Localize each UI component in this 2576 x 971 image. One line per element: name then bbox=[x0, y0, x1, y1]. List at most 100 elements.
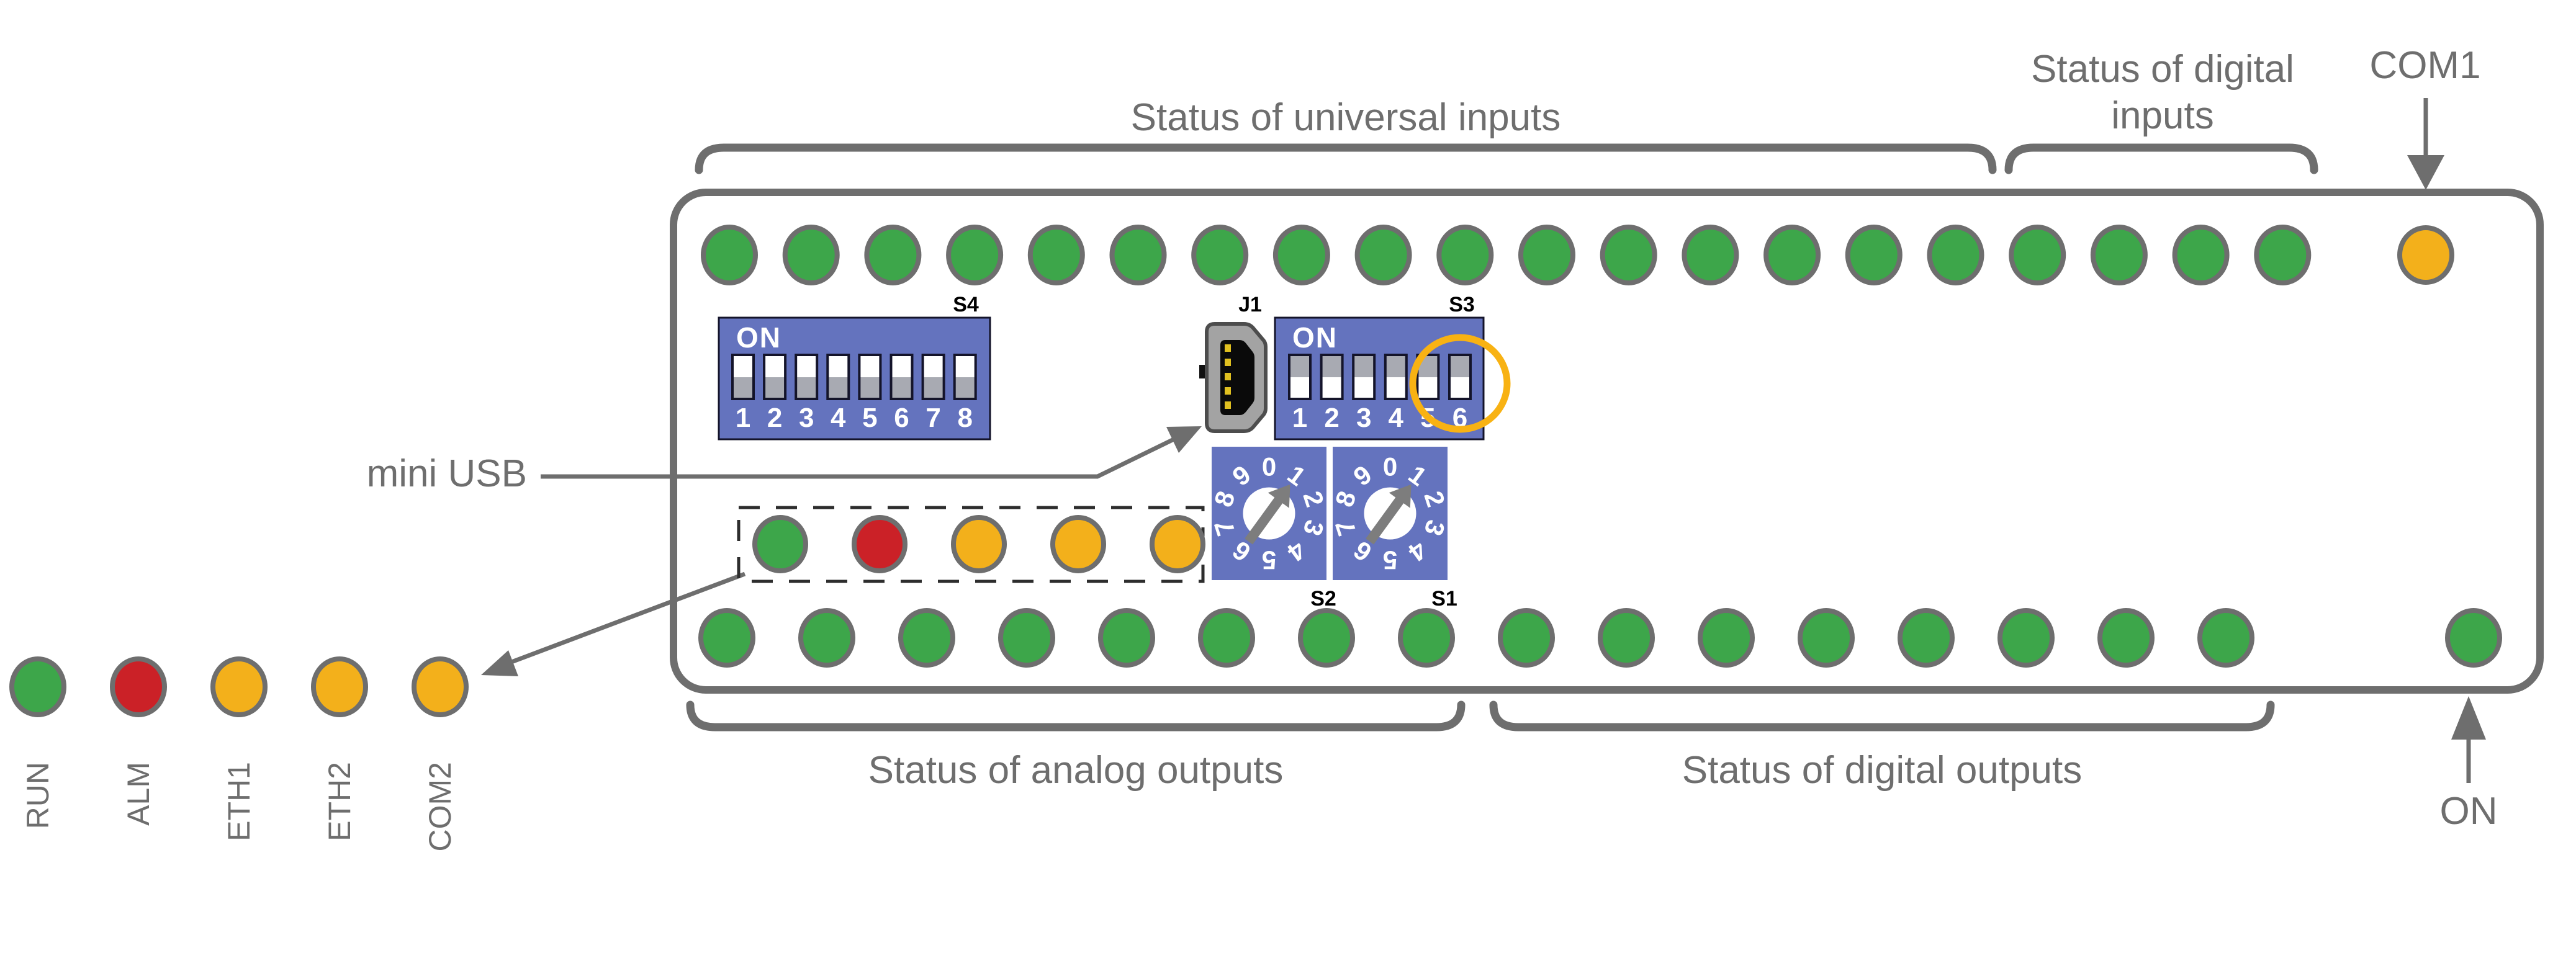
led-input-5 bbox=[1027, 225, 1085, 285]
led-input-19 bbox=[2172, 225, 2230, 285]
com1-arrow bbox=[2407, 98, 2444, 190]
dip-s3-position6-highlight-circle bbox=[1409, 334, 1511, 433]
label-digital-outputs: Status of digital outputs bbox=[1682, 749, 2083, 792]
label-digital-inputs-line2: inputs bbox=[2111, 94, 2213, 137]
usb-pin-3 bbox=[1223, 372, 1232, 382]
label-on: ON bbox=[2440, 790, 2498, 833]
led-highlight-2 bbox=[852, 515, 907, 573]
dip-slider-top bbox=[1449, 355, 1470, 377]
dip-slider-top bbox=[922, 355, 944, 377]
led-output-4 bbox=[998, 608, 1055, 668]
led-input-15 bbox=[1845, 225, 1903, 285]
usb-pin-4 bbox=[1223, 386, 1232, 396]
rotary-digit-5: 5 bbox=[1262, 546, 1276, 575]
dip-position-number-4: 4 bbox=[1389, 403, 1404, 433]
dip-slider-2 bbox=[763, 354, 787, 400]
dip-slider-bottom bbox=[1385, 377, 1407, 399]
led-input-18 bbox=[2090, 225, 2148, 285]
dip-slider-bottom bbox=[1353, 377, 1375, 399]
led-output-12 bbox=[1798, 608, 1855, 668]
led-highlight-3 bbox=[951, 515, 1007, 573]
dip-slider-bottom bbox=[1289, 377, 1310, 399]
dip-slider-6 bbox=[889, 354, 914, 400]
led-output-16 bbox=[2197, 608, 2254, 668]
dip-slider-bottom bbox=[827, 377, 849, 399]
dip-position-number-3: 3 bbox=[799, 403, 814, 433]
on-arrow bbox=[2451, 696, 2486, 783]
label-analog-outputs: Status of analog outputs bbox=[868, 749, 1284, 792]
dip-slider-top bbox=[732, 355, 754, 377]
led-label-eth1: ETH1 bbox=[222, 762, 256, 841]
brace-digital-inputs bbox=[2004, 143, 2318, 174]
led-eth2 bbox=[311, 656, 368, 717]
led-output-6 bbox=[1198, 608, 1255, 668]
led-output-9 bbox=[1498, 608, 1555, 668]
rotary-digit-0: 0 bbox=[1262, 452, 1276, 481]
dip-slider-top bbox=[954, 355, 976, 377]
led-output-5 bbox=[1098, 608, 1155, 668]
led-input-9 bbox=[1354, 225, 1412, 285]
dip-position-number-5: 5 bbox=[862, 403, 877, 433]
led-highlight-4 bbox=[1050, 515, 1106, 573]
dip-slider-top bbox=[891, 355, 912, 377]
dip-slider-7 bbox=[921, 354, 945, 400]
dip-slider-1 bbox=[1288, 354, 1312, 400]
led-input-17 bbox=[2009, 225, 2066, 285]
dip-position-number-3: 3 bbox=[1356, 403, 1371, 433]
usb-pin-1 bbox=[1223, 343, 1232, 353]
led-output-1 bbox=[698, 608, 755, 668]
top-led-row bbox=[701, 225, 2454, 285]
mini-usb-arrow bbox=[541, 426, 1202, 479]
rotary-digit-0: 0 bbox=[1383, 452, 1397, 481]
led-input-1 bbox=[701, 225, 758, 285]
led-group-arrow bbox=[481, 571, 746, 676]
dip-slider-6 bbox=[1448, 354, 1472, 400]
led-label-run: RUN bbox=[20, 762, 55, 829]
brace-analog-outputs bbox=[686, 700, 1466, 732]
dip-slider-top bbox=[764, 355, 786, 377]
usb-j1-label: J1 bbox=[1238, 293, 1262, 316]
dip-slider-top bbox=[859, 355, 881, 377]
rotary-digit-5: 5 bbox=[1383, 546, 1397, 575]
led-label-eth2: ETH2 bbox=[322, 762, 357, 841]
dip-slider-top bbox=[1289, 355, 1310, 377]
dip-slider-top bbox=[827, 355, 849, 377]
dip-slider-bottom bbox=[954, 377, 976, 399]
rotary-s1-label: S1 bbox=[1431, 587, 1457, 611]
led-input-11 bbox=[1518, 225, 1575, 285]
dip-s4-on-label: ON bbox=[736, 321, 781, 354]
dip-slider-top bbox=[1321, 355, 1343, 377]
dip-slider-5 bbox=[1416, 354, 1440, 400]
label-com1: COM1 bbox=[2369, 44, 2480, 87]
led-on bbox=[2445, 608, 2502, 668]
label-universal-inputs: Status of universal inputs bbox=[1131, 96, 1561, 139]
led-com1 bbox=[2397, 225, 2454, 285]
controller-board-outline bbox=[670, 189, 2544, 694]
usb-connector-j1 bbox=[1199, 322, 1268, 433]
dip-s3-label: S3 bbox=[1449, 293, 1475, 316]
led-highlight-5 bbox=[1150, 515, 1205, 573]
dip-slider-2 bbox=[1320, 354, 1344, 400]
led-input-4 bbox=[946, 225, 1004, 285]
dip-slider-3 bbox=[795, 354, 819, 400]
led-input-14 bbox=[1763, 225, 1821, 285]
led-input-10 bbox=[1436, 225, 1494, 285]
dip-position-number-7: 7 bbox=[925, 403, 940, 433]
led-output-15 bbox=[2097, 608, 2155, 668]
led-com2 bbox=[412, 656, 469, 717]
dip-slider-bottom bbox=[764, 377, 786, 399]
rotary-s2-label: S2 bbox=[1310, 587, 1336, 611]
dip-slider-3 bbox=[1352, 354, 1376, 400]
dip-slider-bottom bbox=[1449, 377, 1470, 399]
dip-slider-4 bbox=[1384, 354, 1408, 400]
dip-slider-8 bbox=[953, 354, 977, 400]
led-input-7 bbox=[1191, 225, 1249, 285]
led-input-16 bbox=[1927, 225, 1984, 285]
led-output-2 bbox=[798, 608, 855, 668]
led-input-12 bbox=[1600, 225, 1657, 285]
dip-position-number-2: 2 bbox=[1324, 403, 1339, 433]
